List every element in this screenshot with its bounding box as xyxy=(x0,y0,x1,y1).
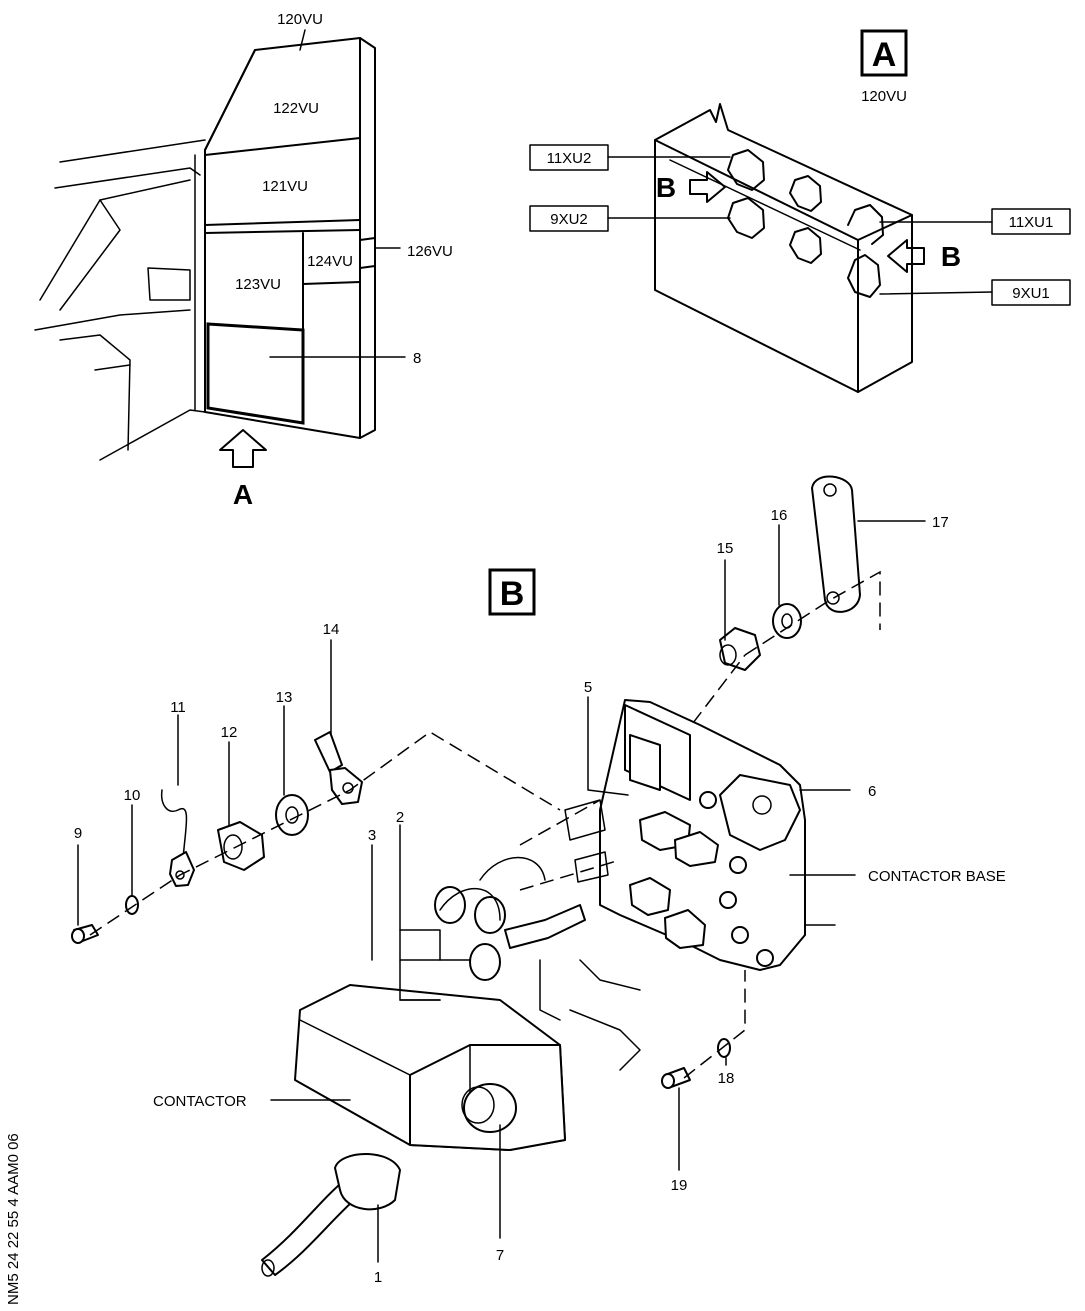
part-17-label: 17 xyxy=(932,514,949,531)
contactor-label: CONTACTOR xyxy=(153,1093,247,1110)
part-10-label: 10 xyxy=(124,787,141,804)
part-7-label: 7 xyxy=(496,1247,504,1264)
part-9-label: 9 xyxy=(74,825,82,842)
nut-part-12 xyxy=(217,821,265,871)
view-a-subtitle: 120VU xyxy=(861,88,907,105)
part-13-label: 13 xyxy=(276,689,293,706)
panel-123vu-label: 123VU xyxy=(235,276,281,293)
screw-part-9 xyxy=(71,924,99,944)
conn-9xu2-label: 9XU2 xyxy=(550,211,588,228)
part-16-label: 16 xyxy=(771,507,788,524)
view-a: A 120VU 11XU2 9XU2 11XU1 9XU1 B B xyxy=(529,29,1071,393)
view-b-arrow-right-icon xyxy=(887,239,925,273)
conn-11xu2-box xyxy=(529,144,609,171)
panel-122vu-label: 122VU xyxy=(273,100,319,117)
part-14-label: 14 xyxy=(323,621,340,638)
panel-126vu-label: 126VU xyxy=(407,243,453,260)
view-a-title-box xyxy=(860,29,908,77)
cockpit-panel-view: 120VU 122VU 121VU 123VU 124VU 126VU 8 A xyxy=(34,11,453,510)
part-19-label: 19 xyxy=(671,1177,688,1194)
conn-11xu2-label: 11XU2 xyxy=(547,150,592,167)
screw-part-19 xyxy=(661,1067,691,1089)
part-18-label: 18 xyxy=(718,1070,735,1087)
conn-9xu1-label: 9XU1 xyxy=(1012,285,1050,302)
drawing-reference-code: NM5 24 22 55 4 AAM0 06 xyxy=(5,1133,22,1305)
terminal-lug-part-14 xyxy=(314,731,363,805)
nut-part-15 xyxy=(719,627,761,671)
part-6-label: 6 xyxy=(868,783,876,800)
washer-part-13 xyxy=(275,794,309,836)
view-b-title: B xyxy=(500,575,525,613)
view-b-arrow-left-icon xyxy=(689,171,726,203)
contactor-base-label: CONTACTOR BASE xyxy=(868,868,1006,885)
contactor-base-part-6 xyxy=(599,699,806,971)
part-11-label: 11 xyxy=(170,699,186,716)
view-b-arrow-right-label: B xyxy=(941,241,961,272)
panel-120vu-label: 120VU xyxy=(277,11,323,28)
part-1-label: 1 xyxy=(374,1269,382,1286)
view-a-arrow-icon xyxy=(219,429,267,468)
conn-9xu1-box xyxy=(991,279,1071,306)
item-8-label: 8 xyxy=(413,350,421,367)
washer-part-16 xyxy=(772,603,802,639)
view-b-arrow-left-label: B xyxy=(656,172,676,203)
panel-121vu-label: 121VU xyxy=(262,178,308,195)
view-b: B xyxy=(71,475,1006,1286)
view-b-title-box xyxy=(488,568,536,616)
part-15-label: 15 xyxy=(717,540,734,557)
view-a-title: A xyxy=(872,36,897,74)
part-2-label: 2 xyxy=(396,809,404,826)
conn-11xu1-label: 11XU1 xyxy=(1009,214,1054,231)
wire-part-11 xyxy=(160,789,195,887)
conn-9xu2-box xyxy=(529,205,609,232)
conn-11xu1-box xyxy=(991,208,1071,235)
strap-part-17 xyxy=(811,475,861,613)
washer-part-18 xyxy=(717,1038,731,1058)
part-12-label: 12 xyxy=(221,724,238,741)
part-3-label: 3 xyxy=(368,827,376,844)
view-a-arrow-label: A xyxy=(233,479,253,510)
cable-part-1 xyxy=(261,1153,401,1277)
part-5-label: 5 xyxy=(584,679,592,696)
panel-124vu-label: 124VU xyxy=(307,253,353,270)
contactor-part-3 xyxy=(294,856,641,1151)
